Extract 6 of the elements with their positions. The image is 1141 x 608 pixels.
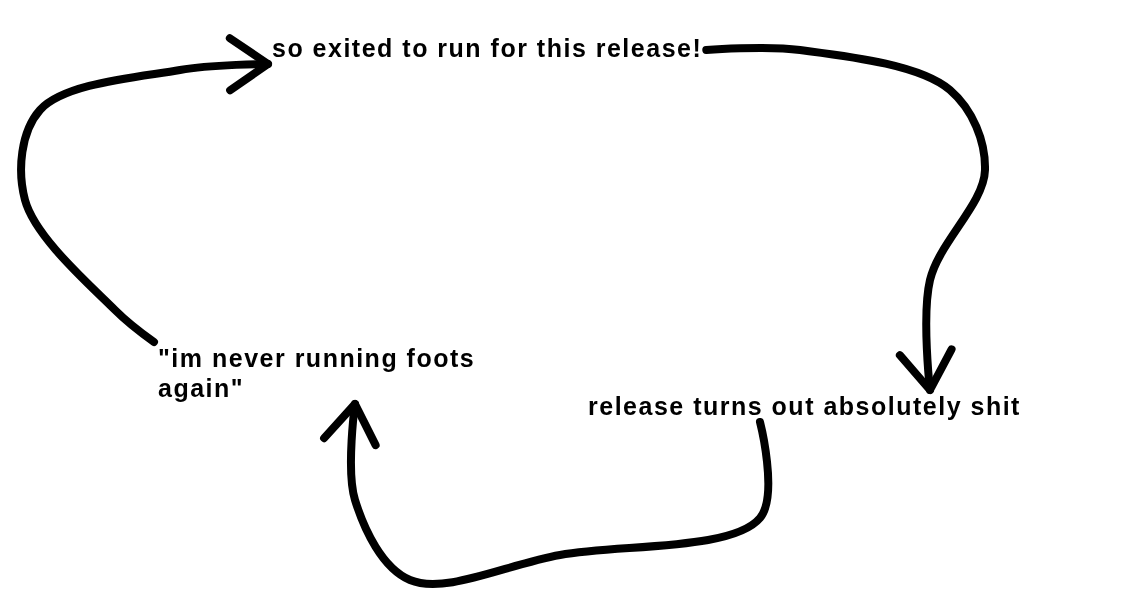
caption-text: so exited to run for this release! <box>272 33 703 63</box>
arrow <box>702 44 989 394</box>
caption-text: release turns out absolutely shit <box>588 391 1021 421</box>
arrow <box>17 34 272 346</box>
arrow <box>320 400 773 588</box>
caption-text: "im never running foots again" <box>158 343 477 403</box>
